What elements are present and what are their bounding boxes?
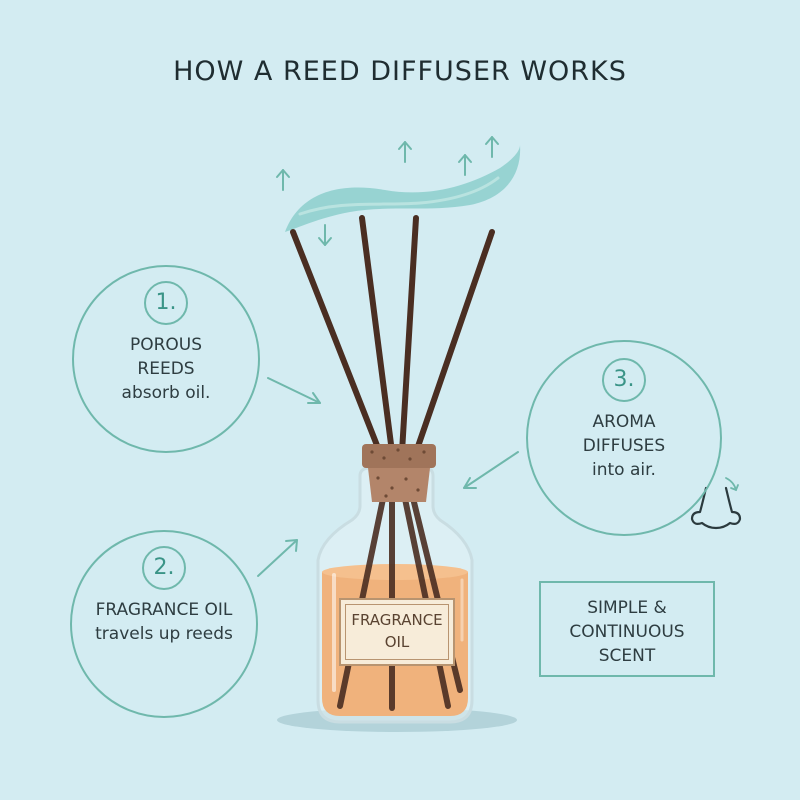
up-arrow-icon <box>276 169 290 191</box>
page-title: HOW A REED DIFFUSER WORKS <box>173 56 627 87</box>
cork <box>362 444 436 502</box>
up-arrow-icon <box>458 154 472 176</box>
step-number: 1. <box>144 281 188 325</box>
airflow-wave-icon <box>285 145 521 232</box>
summary-box: SIMPLE & CONTINUOUS SCENT <box>539 581 715 677</box>
step-1-circle: 1. POROUS REEDS absorb oil. <box>72 265 260 453</box>
bottle-label: FRAGRANCE OIL <box>339 598 455 666</box>
pointer-arrow-icon <box>463 451 519 489</box>
step-description: AROMA DIFFUSES into air. <box>582 412 666 480</box>
down-arrow-icon <box>318 224 332 246</box>
step-number: 3. <box>602 358 646 402</box>
step-description: FRAGRANCE OIL travels up reeds <box>95 600 233 644</box>
up-arrow-icon <box>485 136 499 158</box>
nose-icon <box>690 486 742 530</box>
step-description: POROUS REEDS absorb oil. <box>121 335 211 403</box>
reeds <box>290 215 495 461</box>
step-2-circle: 2. FRAGRANCE OIL travels up reeds <box>70 530 258 718</box>
step-number: 2. <box>142 546 186 590</box>
up-arrow-icon <box>398 141 412 163</box>
pointer-arrow-icon <box>257 539 298 577</box>
step-3-circle: 3. AROMA DIFFUSES into air. <box>526 340 722 536</box>
pointer-arrow-icon <box>267 377 321 404</box>
